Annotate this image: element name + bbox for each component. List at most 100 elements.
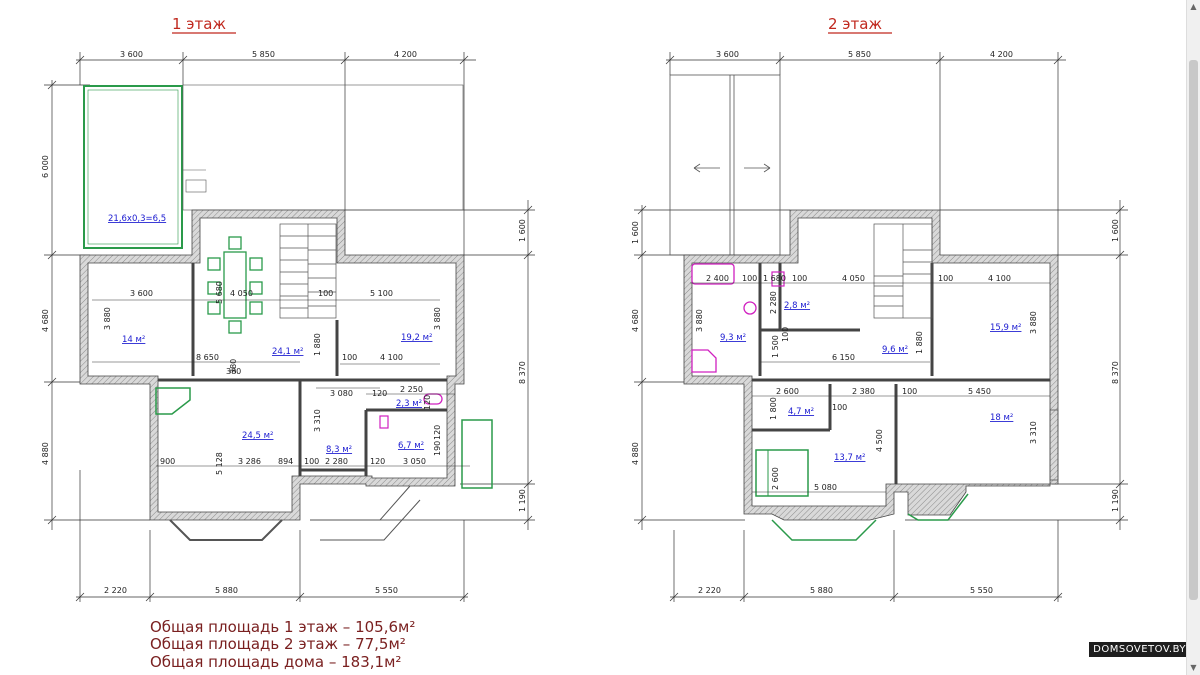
inner-dim-6: 3 880: [433, 307, 442, 330]
inner-dim-22: 120: [370, 457, 385, 466]
floor-1-inner-dim-lines: [92, 299, 470, 467]
bay-window-floor-2-right: [907, 493, 969, 521]
dim-right-1: 1 600: [518, 219, 527, 242]
inner-dim-26: 190: [433, 441, 442, 456]
area-bedroom-13-7: 13,7 м²: [834, 453, 865, 463]
dim-top-3: 4 200: [394, 50, 417, 59]
bay-window-floor-2-left: [771, 519, 877, 541]
inner2-dim-20: 100: [832, 403, 847, 412]
scroll-thumb[interactable]: [1189, 60, 1198, 600]
area-room-14: 14 м²: [122, 335, 145, 345]
inner-dim-3: 5 100: [370, 289, 393, 298]
area-hall-9-6: 9,6 м²: [882, 345, 908, 355]
inner-dim-28: 100: [318, 289, 333, 298]
floor-2-title: 2 этаж: [828, 15, 882, 33]
dim2-right-2: 8 370: [1111, 361, 1120, 384]
inner2-dim-12: 6 150: [832, 353, 855, 362]
dim2-right-1: 1 600: [1111, 219, 1120, 242]
inner2-dim-9: 2 280: [769, 291, 778, 314]
scroll-down-icon[interactable]: ▼: [1190, 663, 1197, 672]
floor-1-partitions: [158, 263, 447, 476]
dim-left-1: 6 000: [41, 155, 50, 178]
floor-2-inner-dim-lines: [690, 282, 1050, 493]
area-living-24-1: 24,1 м²: [272, 347, 303, 357]
inner2-dim-19: 1 800: [769, 397, 778, 420]
inner-dim-2: 4 050: [230, 289, 253, 298]
watermark: DOMSOVETOV.BY: [1089, 642, 1190, 657]
area-room-15-9: 15,9 м²: [990, 323, 1021, 333]
inner2-dim-14: 3 880: [1029, 311, 1038, 334]
dim-left-3: 4 880: [41, 442, 50, 465]
area-closet-4-7: 4,7 м²: [788, 407, 814, 417]
porch-floor-1: [310, 485, 421, 541]
inner-dim-20: 100: [304, 457, 319, 466]
inner2-dim-24: 3 310: [1029, 421, 1038, 444]
dim2-bottom-1: 2 220: [698, 586, 721, 595]
inner-dim-4: 3 880: [103, 307, 112, 330]
area-bath-9-3: 9,3 м²: [720, 333, 746, 343]
inner2-dim-22: 4 500: [875, 429, 884, 452]
inner-dim-24: 5 128: [215, 452, 224, 475]
inner-dim-1: 3 600: [130, 289, 153, 298]
dim-right-2: 8 370: [518, 361, 527, 384]
bath-fixture-floor-1: [155, 387, 191, 415]
inner2-dim-18: 5 450: [968, 387, 991, 396]
inner2-dim-7: 4 100: [988, 274, 1011, 283]
dim2-left-3: 4 880: [631, 442, 640, 465]
area-wc-2-8: 2,8 м²: [784, 301, 810, 311]
floor-2-staircase: [873, 223, 933, 319]
area-room-24-5: 24,5 м²: [242, 431, 273, 441]
inner-dim-13: 2 250: [400, 385, 423, 394]
dim-left-2: 4 680: [41, 309, 50, 332]
inner2-dim-4: 100: [792, 274, 807, 283]
inner-dim-19: 894: [278, 457, 293, 466]
roof-panels: [669, 74, 781, 256]
dim-top-1: 3 600: [120, 50, 143, 59]
bathtub-icon: [691, 263, 735, 285]
inner2-dim-17: 100: [902, 387, 917, 396]
summary-floor-1: Общая площадь 1 этаж – 105,6м²: [150, 618, 415, 636]
dim2-left-2: 4 680: [631, 309, 640, 332]
bed-icon: [755, 449, 809, 497]
dim-top-2: 5 850: [252, 50, 275, 59]
dim2-top-2: 5 850: [848, 50, 871, 59]
inner2-dim-23: 5 080: [814, 483, 837, 492]
dim2-right-3: 1 190: [1111, 489, 1120, 512]
inner-dim-10: 100: [342, 353, 357, 362]
summary-floor-2: Общая площадь 2 этаж – 77,5м²: [150, 635, 406, 653]
inner-dim-25: 3 310: [313, 409, 322, 432]
floor-1-staircase: [279, 223, 337, 319]
inner-dim-21: 2 280: [325, 457, 348, 466]
toilet-icon-floor-2: [771, 271, 785, 287]
inner-dim-7: 8 650: [196, 353, 219, 362]
inner-dim-15: 120: [433, 425, 442, 440]
shower-icon: [691, 349, 717, 373]
dim-bottom-2: 5 880: [215, 586, 238, 595]
inner-dim-23: 3 050: [403, 457, 426, 466]
inner2-dim-5: 4 050: [842, 274, 865, 283]
inner-dim-17: 900: [160, 457, 175, 466]
dim2-top-3: 4 200: [990, 50, 1013, 59]
inner-dim-12: 3 080: [330, 389, 353, 398]
inner2-dim-16: 2 380: [852, 387, 875, 396]
inner-dim-5: 5 680: [215, 281, 224, 304]
dim2-bottom-3: 5 550: [970, 586, 993, 595]
area-room-6-7: 6,7 м²: [398, 441, 424, 451]
scroll-up-icon[interactable]: ▲: [1190, 2, 1197, 11]
dim-bottom-3: 5 550: [375, 586, 398, 595]
inner2-dim-6: 100: [938, 274, 953, 283]
area-room-19-2: 19,2 м²: [401, 333, 432, 343]
vertical-scrollbar[interactable]: ▲ ▼: [1186, 0, 1200, 675]
sink-icon-floor-2: [743, 301, 757, 315]
inner2-dim-11: 100: [781, 327, 790, 342]
dim-right-3: 1 190: [518, 489, 527, 512]
inner-dim-9: 380: [229, 359, 238, 374]
dining-table-icon: [207, 236, 263, 334]
toilet-icon-floor-1: [379, 415, 389, 429]
inner2-dim-8: 3 880: [695, 309, 704, 332]
inner-dim-8: 1 880: [313, 333, 322, 356]
side-porch-floor-1: [461, 419, 493, 489]
summary-total: Общая площадь дома – 183,1м²: [150, 653, 401, 671]
canopy-outline: [182, 84, 464, 211]
